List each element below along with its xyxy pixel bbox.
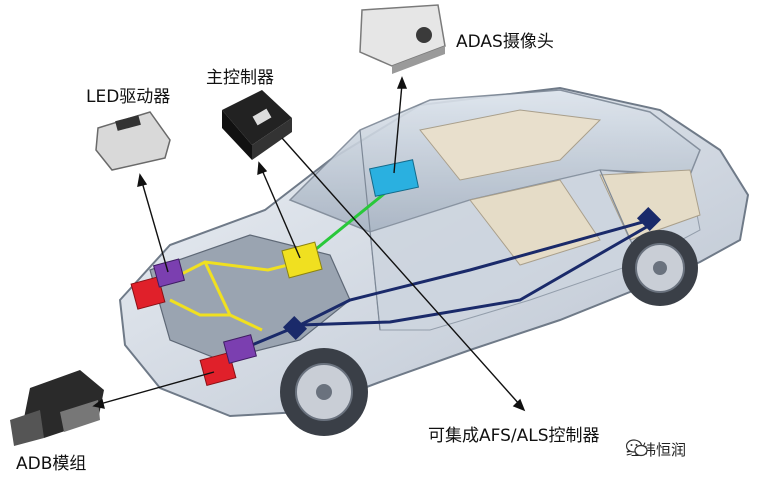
- label-led-driver: LED驱动器: [86, 87, 171, 107]
- adb-module-marker-right: [199, 351, 237, 387]
- main-controller-marker: [281, 241, 323, 279]
- led-driver-marker-left: [152, 258, 186, 288]
- navy-bus: [239, 218, 651, 352]
- rear-wheel: [622, 230, 698, 306]
- led-driver-device-icon: [95, 111, 171, 171]
- watermark: 经纬恒润: [626, 439, 686, 460]
- adb-module-device-icon: [10, 370, 104, 446]
- label-adb-module: ADB模组: [16, 454, 87, 474]
- afs-als-marker-front: [282, 315, 308, 341]
- adas-camera-device-icon: [359, 4, 446, 74]
- label-main-controller: 主控制器: [206, 68, 274, 88]
- callout-arrows: [92, 76, 526, 412]
- label-adas-camera: ADAS摄像头: [456, 32, 554, 52]
- label-afs-als: 可集成AFS/ALS控制器: [428, 426, 600, 446]
- adb-module-marker-left: [130, 276, 166, 310]
- afs-als-marker-rear: [636, 206, 662, 232]
- led-driver-marker-right: [223, 334, 257, 364]
- front-wheel: [280, 348, 368, 436]
- adas-camera-marker: [368, 159, 420, 197]
- wechat-icon: [626, 439, 648, 457]
- main-controller-device-icon: [222, 90, 292, 160]
